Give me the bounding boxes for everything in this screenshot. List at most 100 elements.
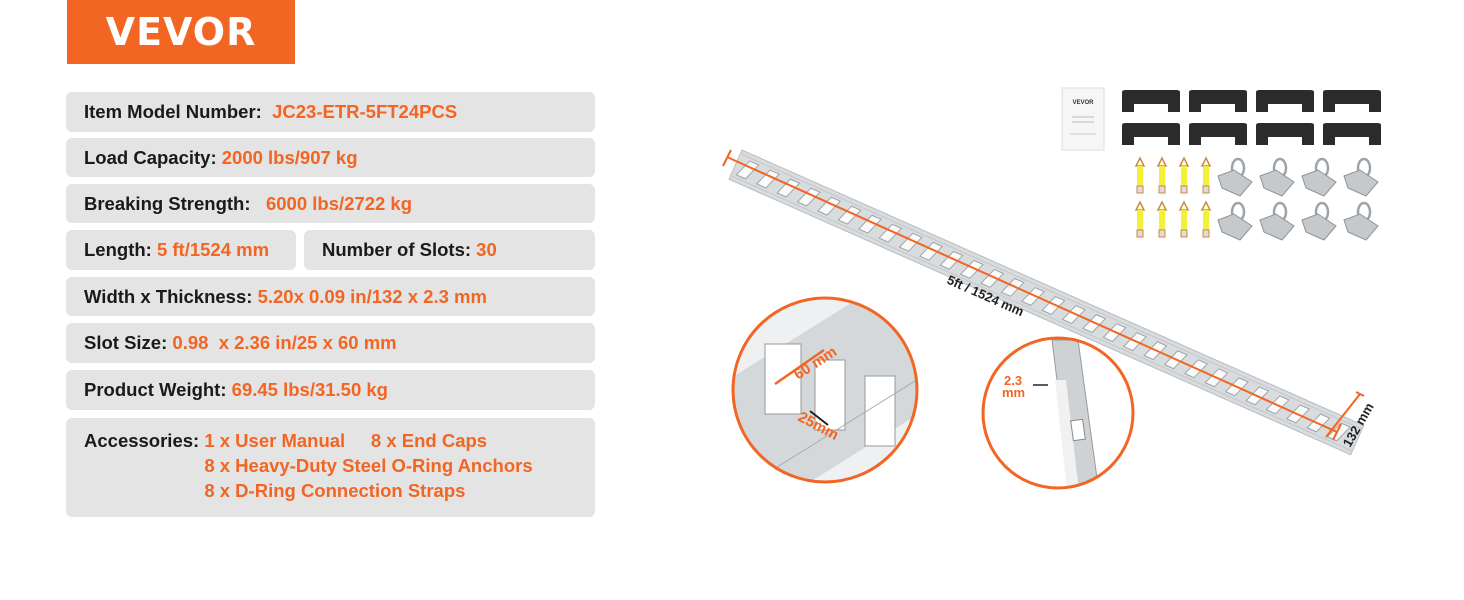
accessory-item: 8 x Heavy-Duty Steel O-Ring Anchors <box>204 455 533 476</box>
strap-icon <box>1203 210 1209 230</box>
spec-value: 6000 lbs/2722 kg <box>265 192 413 214</box>
end-caps-image <box>1122 90 1381 145</box>
rail-slot <box>919 241 944 261</box>
strap-icon <box>1159 166 1165 186</box>
rail-slot <box>1000 277 1025 297</box>
end-cap-icon <box>1323 90 1381 112</box>
anchor-plate-icon <box>1301 213 1337 241</box>
buckle-icon <box>1180 229 1188 238</box>
o-ring-anchors-image <box>1217 157 1379 241</box>
spec-value: 30 <box>476 239 497 260</box>
rail-slot <box>939 250 964 270</box>
spec-label: Load Capacity: <box>84 146 217 168</box>
d-ring-icon <box>1156 156 1168 167</box>
spec-label: Length: <box>84 239 152 260</box>
rail-body <box>728 149 1365 456</box>
buckle-icon <box>1202 229 1210 238</box>
rail-edge <box>730 175 1353 452</box>
end-cap-icon <box>1323 123 1381 145</box>
d-ring-icon <box>1178 156 1190 167</box>
buckle-icon <box>1136 185 1144 194</box>
thickness-unit: mm <box>1002 385 1025 400</box>
spec-accessories: Accessories: 1 x User Manual 8 x End Cap… <box>66 418 595 517</box>
spec-value: 5.20x 0.09 in/132 x 2.3 mm <box>257 285 487 307</box>
spec-width-thickness: Width x Thickness: 5.20x 0.09 in/132 x 2… <box>66 277 595 316</box>
buckle-icon <box>1180 185 1188 194</box>
thickness-value: 2.3 <box>1004 373 1022 388</box>
buckle-icon <box>1136 229 1144 238</box>
buckle-icon <box>1158 185 1166 194</box>
spec-breaking-strength: Breaking Strength: 6000 lbs/2722 kg <box>66 184 595 223</box>
anchor-plate-icon <box>1343 169 1379 197</box>
anchor-plate-icon <box>1259 213 1295 241</box>
d-ring-icon <box>1156 200 1168 211</box>
rail-slot <box>857 214 882 234</box>
anchor-plate-icon <box>1217 169 1253 197</box>
rail-slot <box>735 160 760 180</box>
rail-slot <box>755 169 780 189</box>
spec-value: 69.45 lbs/31.50 kg <box>231 379 388 400</box>
logo-text: VEVOR <box>105 10 257 54</box>
end-cap-icon <box>1256 90 1314 112</box>
strap-icon <box>1137 166 1143 186</box>
slot-size-detail: 60 mm 25mm <box>731 296 919 484</box>
thickness-detail: 2.3 mm <box>981 336 1135 490</box>
rail-slot <box>1061 305 1086 325</box>
rail-edge <box>740 153 1363 430</box>
end-cap-icon <box>1122 123 1180 145</box>
rail-slot <box>959 259 984 279</box>
accessory-item: 1 x User Manual <box>204 430 346 451</box>
rail-slot <box>796 187 821 207</box>
spec-label: Slot Size: <box>84 332 168 353</box>
strap-icon <box>1159 210 1165 230</box>
rail-slot <box>1020 286 1046 306</box>
anchor-plate-icon <box>1343 213 1379 241</box>
end-cap-icon <box>1189 123 1247 145</box>
rail-slot <box>837 205 862 225</box>
spec-label: Width x Thickness: <box>84 285 253 307</box>
anchor-plate-icon <box>1259 169 1295 197</box>
rail-slot <box>1041 295 1066 315</box>
spec-number-of-slots: Number of Slots: 30 <box>304 230 595 270</box>
anchor-plate-icon <box>1301 169 1337 197</box>
buckle-icon <box>1202 185 1210 194</box>
accessory-item: 8 x D-Ring Connection Straps <box>204 480 466 501</box>
d-ring-icon <box>1200 200 1212 211</box>
spec-label: Accessories: <box>84 430 200 451</box>
strap-icon <box>1203 166 1209 186</box>
rail-slot <box>817 196 842 216</box>
brand-logo: VEVOR <box>67 0 295 64</box>
d-ring-straps-image <box>1134 156 1212 238</box>
strap-icon <box>1137 210 1143 230</box>
spec-label: Product Weight: <box>84 379 227 400</box>
spec-length: Length: 5 ft/1524 mm <box>66 230 296 270</box>
spec-product-weight: Product Weight: 69.45 lbs/31.50 kg <box>66 370 595 410</box>
end-cap-icon <box>1256 123 1314 145</box>
spec-value: 0.98 x 2.36 in/25 x 60 mm <box>172 332 397 353</box>
d-ring-icon <box>1134 200 1146 211</box>
d-ring-icon <box>1200 156 1212 167</box>
end-cap-icon <box>1122 90 1180 112</box>
rail-slot <box>776 178 801 198</box>
user-manual-image: VEVOR <box>1061 87 1105 151</box>
spec-load-capacity: Load Capacity: 2000 lbs/907 kg <box>66 138 595 177</box>
strap-icon <box>1181 166 1187 186</box>
spec-slot-size: Slot Size: 0.98 x 2.36 in/25 x 60 mm <box>66 323 595 363</box>
d-ring-icon <box>1134 156 1146 167</box>
spec-label: Number of Slots: <box>322 239 472 260</box>
spec-label: Breaking Strength: <box>84 192 251 214</box>
d-ring-icon <box>1178 200 1190 211</box>
rail-slot <box>878 223 903 243</box>
accessory-item: 8 x End Caps <box>370 430 488 451</box>
end-cap-icon <box>1189 90 1247 112</box>
spec-model: Item Model Number: JC23-ETR-5FT24PCS <box>66 92 595 132</box>
spec-value: 5 ft/1524 mm <box>156 239 270 260</box>
spec-value: JC23-ETR-5FT24PCS <box>272 101 458 122</box>
spec-label: Item Model Number: <box>84 101 262 122</box>
strap-icon <box>1181 210 1187 230</box>
manual-brand: VEVOR <box>1072 100 1094 106</box>
rail-slot <box>980 268 1005 288</box>
anchor-plate-icon <box>1217 213 1253 241</box>
spec-value: 2000 lbs/907 kg <box>221 146 358 168</box>
